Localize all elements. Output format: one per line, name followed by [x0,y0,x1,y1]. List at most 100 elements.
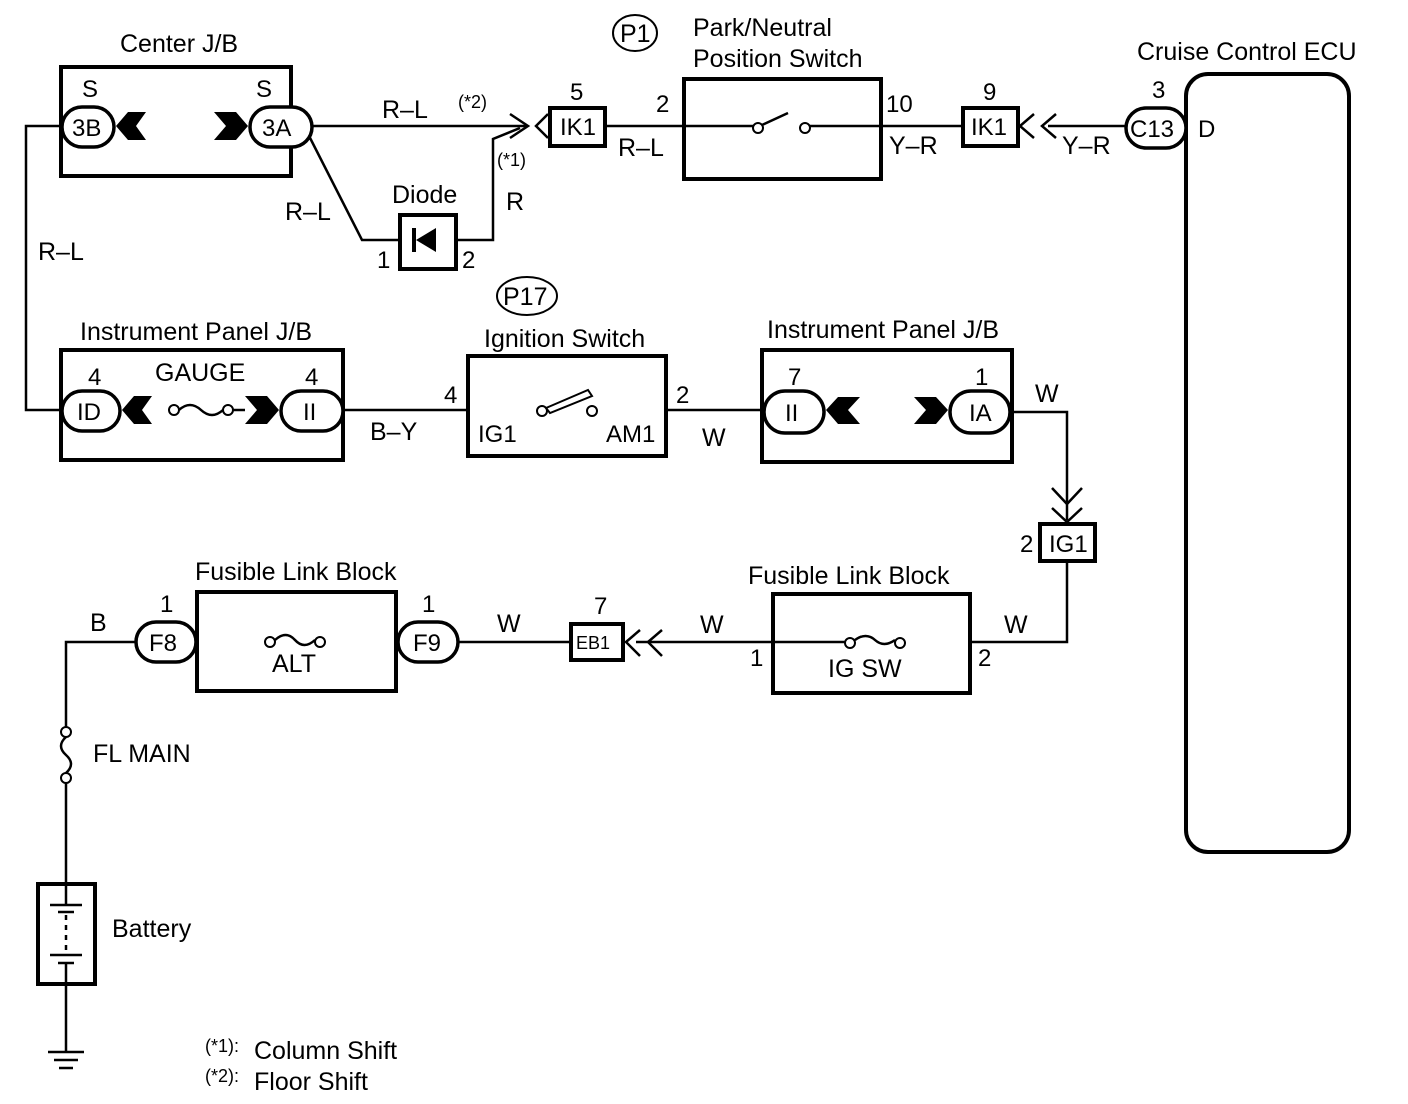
diode-pin1: 1 [377,247,390,274]
connector-f8[interactable] [134,620,198,664]
connector-chevron-icon [1018,113,1035,139]
connector-ig1[interactable] [1038,522,1097,563]
terminal-arrow-left-icon [116,112,146,140]
fuse-terminal-icon [844,637,856,649]
ign-switch-pin-right: 2 [676,382,689,409]
ignition-switch: P17 Ignition Switch 4 2 IG1 AM1 [444,276,689,458]
wire-label-f9-to-eb1: W [497,610,521,638]
fuse-gauge-terminal-icon [222,404,234,416]
connector-c13[interactable] [1124,106,1188,150]
connector-ii-left-label: II [303,399,316,426]
fuse-terminal-icon [314,636,326,648]
pn-switch-box[interactable] [682,77,883,181]
ref-badge-p1 [612,14,658,52]
connector-ii-right[interactable] [762,389,826,435]
diode-box[interactable] [398,213,458,271]
ecu-box[interactable] [1184,72,1351,854]
ecu-title: Cruise Control ECU [1137,38,1357,66]
fl-block-right-box[interactable] [771,592,972,695]
eb1-connector-pin: 7 [594,593,607,620]
connector-chevron-icon [624,629,641,657]
ecu-terminal-d: D [1198,116,1215,143]
fuse-gauge-terminal-icon [168,404,180,416]
fuse-ig-sw-icon [854,634,896,646]
fuse-terminal-icon [60,772,72,784]
ecu-pin: 3 [1152,77,1165,104]
connector-ia-label: IA [969,400,992,427]
center-jb: Center J/B S S 3B 3A [59,30,314,178]
ref-badge-p17 [496,276,558,316]
wire-label-ipjb-to-ign: B–Y [370,418,418,446]
switch-contact-icon [536,405,548,417]
connector-id[interactable] [60,389,122,433]
battery-label: Battery [112,915,192,943]
connector-ik1-left[interactable] [548,106,607,148]
pn-switch-pin-left: 2 [656,91,669,118]
wire-fl-main-to-f8 [64,640,136,728]
fuse-terminal-icon [894,637,906,649]
ig1-connector: 2 IG1 [1020,487,1097,563]
ik1-right-pin: 9 [983,79,996,106]
fuse-terminal-icon [60,726,72,738]
pn-switch-pin-right: 10 [886,91,913,118]
wire-label-left-vertical: R–L [38,238,84,266]
wire-label-ik1-to-ecu: Y–R [1062,132,1111,160]
battery: Battery [36,882,192,986]
ik1-left: 5 IK1 [509,79,607,148]
fuse-gauge-icon [178,403,224,417]
fl-block-right: Fusible Link Block IG SW 1 2 [748,562,991,695]
terminal-arrow-right-icon [914,397,948,424]
wire-ig1-to-flblock [970,562,1069,644]
ip-jb-left: Instrument Panel J/B 4 4 GAUGE ID II [59,318,345,462]
wire-label-center-to-ik1: R–L [382,96,428,124]
connector-ik1-right-label: IK1 [971,114,1007,141]
fl-main: FL MAIN [59,726,191,784]
wire-label-ipjb-to-ig1: W [1035,380,1059,408]
ign-switch-term-am1: AM1 [606,421,655,448]
ign-switch-pin-left: 4 [444,382,457,409]
connector-eb1-label: EB1 [576,633,610,653]
connector-3a[interactable] [248,105,314,149]
ip-jb-right-pin-ii: 7 [788,364,801,391]
column-shift-mark: (*1) [497,150,526,170]
connector-ia[interactable] [948,389,1012,435]
connector-ik1-right[interactable] [961,106,1020,148]
fuse-alt-label: ALT [272,650,316,678]
ign-switch-title: Ignition Switch [484,325,645,353]
connector-3b-label: 3B [72,115,101,142]
legend-text-2: Floor Shift [254,1068,368,1096]
ign-switch-term-ig1: IG1 [478,421,517,448]
legend-mark-2: (*2): [205,1066,239,1086]
legend-text-1: Column Shift [254,1037,397,1065]
connector-3b[interactable] [60,105,116,149]
pn-switch-title-2: Position Switch [693,45,863,73]
diode-pin2: 2 [462,247,475,274]
connector-eb1[interactable] [569,622,625,662]
ref-badge-p17-label: P17 [503,283,547,311]
connector-ii-right-label: II [785,400,798,427]
wire-ipjb-to-ig1 [1012,410,1069,520]
terminal-arrow-left-icon [826,397,860,424]
terminal-arrow-right-icon [214,112,248,140]
connector-3a-label: 3A [262,115,291,142]
connector-ii-left[interactable] [279,389,345,433]
switch-contact-icon [752,122,764,134]
diode-symbol-icon [416,228,436,252]
fuse-terminal-icon [264,636,276,648]
connector-f9[interactable] [396,620,460,664]
connector-id-label: ID [77,399,101,426]
wire-label-switch-to-ik1: Y–R [889,132,938,160]
diode-title: Diode [392,181,457,209]
fl-main-label: FL MAIN [93,740,191,768]
eb1-connector: 7 EB1 [569,593,663,662]
wire-diode-to-ik1 [456,126,521,242]
wires [24,124,1126,1052]
switch-lever-icon [761,111,789,127]
ik1-left-pin: 5 [570,79,583,106]
fl-block-left-pin-f8: 1 [160,591,173,618]
terminal-arrow-right-icon [245,396,279,424]
fl-block-right-title: Fusible Link Block [748,562,950,590]
connector-f9-label: F9 [413,630,441,657]
connector-ik1-left-label: IK1 [560,114,596,141]
